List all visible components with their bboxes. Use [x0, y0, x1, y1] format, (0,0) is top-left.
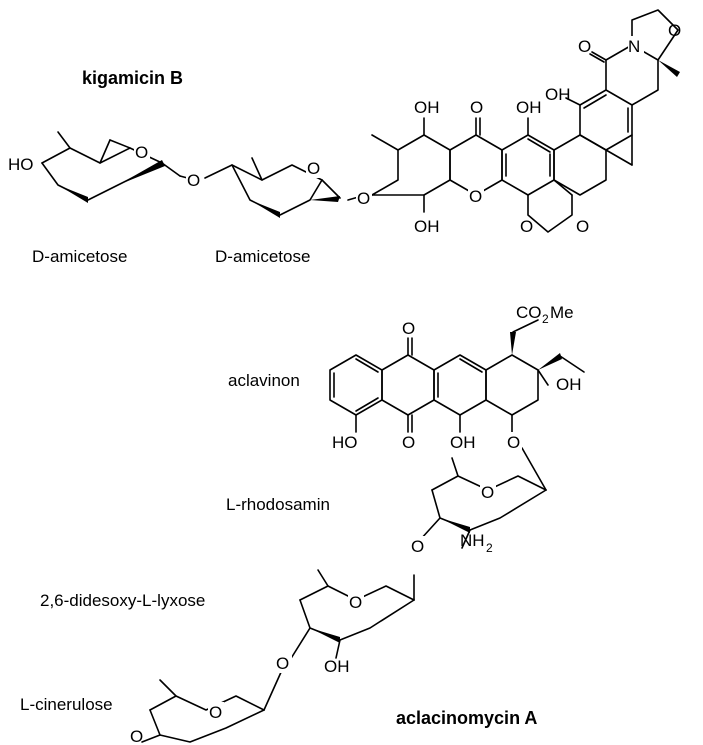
quinone-o-label: O [402, 433, 415, 452]
oh-label: OH [414, 98, 440, 117]
ring-o-label: O [209, 703, 222, 722]
glycosidic-o-label: O [187, 171, 200, 190]
oh-label: OH [556, 375, 582, 394]
glycosidic-o-label: O [507, 433, 520, 452]
kigamicin-b-structure: HO O O O O OH O OH OH O O O OH O N O kig… [8, 9, 681, 266]
svg-text:CO: CO [516, 303, 542, 322]
ring-o-label: O [307, 159, 320, 178]
aclavinon-core [329, 319, 585, 433]
svg-text:NH: NH [460, 531, 485, 550]
co2me-label: CO 2 Me [516, 303, 574, 326]
acetal-o-label: O [576, 217, 589, 236]
nh2-label: NH 2 [460, 531, 493, 555]
nitrogen-label: N [628, 37, 640, 56]
ho-label-sugar: HO [8, 155, 34, 174]
cinerulose-sugar [141, 669, 283, 743]
kigamicin-sugar-2 [204, 157, 341, 218]
svg-text:Me: Me [550, 303, 574, 322]
lyxose-sugar [299, 569, 415, 659]
aclavinon-caption: aclavinon [228, 371, 300, 390]
kigamicin-sugar-2-caption: D-amicetose [215, 247, 310, 266]
aclacinomycin-a-title: aclacinomycin A [396, 708, 537, 728]
oh-label: OH [450, 433, 476, 452]
carbonyl-o-label: O [470, 98, 483, 117]
oh-label: OH [545, 85, 571, 104]
ho-label: HO [332, 433, 358, 452]
oh-label: OH [516, 98, 542, 117]
ring-o-label: O [481, 483, 494, 502]
svg-text:2: 2 [486, 541, 493, 555]
lyxose-caption: 2,6-didesoxy-L-lyxose [40, 591, 205, 610]
rhodosamine-sugar [431, 447, 547, 549]
oh-label: OH [324, 657, 350, 676]
aclacinomycin-a-structure: O O HO OH OH CO 2 Me O O NH 2 O O OH O O… [20, 303, 585, 745]
ring-o-label: O [349, 593, 362, 612]
rhodosamin-caption: L-rhodosamin [226, 495, 330, 514]
oh-label: OH [414, 217, 440, 236]
glycosidic-o-label: O [357, 189, 370, 208]
kigamicin-sugar-1-caption: D-amicetose [32, 247, 127, 266]
oxazolidine-o-label: O [668, 21, 681, 40]
kigamicin-core [367, 9, 680, 233]
svg-text:2: 2 [542, 312, 549, 326]
kigamicin-sugar-1 [41, 131, 181, 203]
ketone-o-label: O [130, 727, 143, 745]
xanthone-o-label: O [469, 187, 482, 206]
glycosidic-o-label: O [411, 537, 424, 556]
glycosidic-o-label: O [276, 654, 289, 673]
cinerulose-caption: L-cinerulose [20, 695, 113, 714]
quinone-o-label: O [402, 319, 415, 338]
kigamicin-b-title: kigamicin B [82, 68, 183, 88]
ring-o-label: O [135, 143, 148, 162]
acetal-o-label: O [520, 217, 533, 236]
lactam-o-label: O [578, 37, 591, 56]
